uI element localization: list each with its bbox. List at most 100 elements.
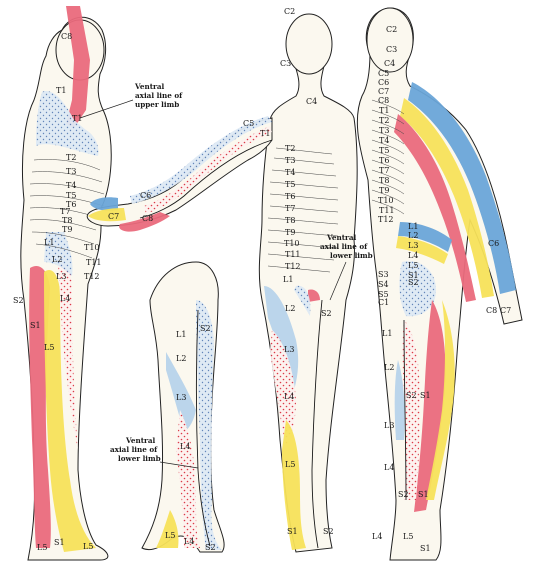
front-label-c4: C4	[306, 97, 317, 106]
back-label-l2: L2	[408, 231, 418, 240]
back-label-s1-foot: S1	[420, 544, 431, 553]
front-l1-band	[294, 285, 311, 316]
front-label-s2: S2	[321, 309, 332, 318]
back-label-c4: C4	[384, 59, 395, 68]
side-label-t1-b: T1	[72, 114, 82, 123]
back-label-t4: T4	[379, 136, 389, 145]
front-label-c6: C6	[140, 191, 151, 200]
back-label-l3: L3	[408, 241, 418, 250]
leg-label-l1: L1	[176, 330, 186, 339]
side-label-l5-toe: L5	[83, 542, 93, 551]
leg-label-l3: L3	[176, 393, 186, 402]
back-l4-band	[396, 236, 448, 264]
front-hand-c7	[88, 208, 126, 222]
leg-view-figure: L1 S2 L2 L3 L4 L4 L5 S2	[141, 261, 225, 553]
side-label-t6: T6	[66, 200, 76, 209]
lower-leg-caption-pointer	[159, 461, 199, 469]
lower-leg-caption-line1: Ventral	[125, 436, 155, 445]
back-label-c7: C7	[378, 87, 389, 96]
lower-limb-axial-line-front	[311, 299, 323, 549]
side-t1-band	[36, 91, 99, 156]
back-label-t12: T12	[378, 215, 394, 224]
back-label-l3-calf: L3	[384, 421, 394, 430]
side-label-l2: L2	[52, 255, 62, 264]
leg-l3-band	[166, 352, 196, 432]
upper-caption-pointer	[79, 99, 134, 119]
back-label-l5: L5	[408, 261, 418, 270]
back-label-c5: C5	[378, 69, 389, 78]
side-label-l4: L4	[60, 294, 70, 303]
side-label-t3: T3	[66, 167, 76, 176]
front-label-c8: C8	[142, 214, 153, 223]
back-label-t6: T6	[379, 156, 389, 165]
back-buttock	[399, 261, 436, 317]
lower-limb-caption-leg: Ventral axial line of lower limb	[110, 436, 199, 469]
front-l3-band	[270, 330, 296, 446]
back-c6-band	[408, 82, 516, 294]
back-label-c1: C1	[378, 298, 389, 307]
back-label-l1-thigh: L1	[382, 329, 392, 338]
back-label-t11: T11	[379, 206, 395, 215]
side-label-t2: T2	[66, 153, 76, 162]
back-l3-band	[394, 360, 405, 440]
back-c8-band	[394, 114, 476, 302]
back-label-c6: C6	[378, 78, 389, 87]
leg-label-l5: L5	[165, 531, 175, 540]
back-s2-band	[402, 320, 420, 500]
back-label-t10: T10	[378, 196, 394, 205]
side-label-t7: T7	[60, 207, 70, 216]
back-label-s1: S1	[408, 271, 419, 280]
side-label-l5: L5	[44, 343, 54, 352]
front-label-c7: C7	[108, 212, 119, 221]
back-axial-line	[403, 319, 407, 501]
lower-front-caption-line1: Ventral	[326, 233, 356, 242]
back-label-t2: T2	[379, 116, 389, 125]
back-trunk-lines	[371, 99, 405, 215]
leg-labels: L1 S2 L2 L3 L4 L4 L5 S2	[165, 324, 216, 552]
front-label-l3: L3	[284, 345, 294, 354]
front-label-t7: T7	[285, 204, 295, 213]
back-label-s5: S5	[378, 290, 389, 299]
leg-s2-band	[196, 300, 222, 550]
side-l4-band	[58, 261, 78, 450]
back-label-c8-hand: C8	[486, 306, 497, 315]
back-label-l1: L1	[408, 222, 418, 231]
back-label-c6-arm: C6	[488, 239, 499, 248]
front-trunk-lines	[267, 147, 339, 273]
back-label-t1: T1	[379, 106, 389, 115]
back-labels: C2 C3 C4 C5 C6 C7 C8 T1 T2 T3 T4 T5 T6 T…	[372, 25, 511, 553]
back-label-c2: C2	[386, 25, 397, 34]
back-l1-band	[398, 222, 452, 252]
leg-label-s2-foot: S2	[205, 543, 216, 552]
front-label-t12: T12	[285, 262, 301, 271]
lower-leg-caption-line2: axial line of	[110, 445, 158, 454]
lower-leg-caption-line3: lower limb	[118, 454, 161, 463]
lower-front-caption-line3: lower limb	[330, 251, 373, 260]
side-label-t1-a: T1	[56, 86, 66, 95]
front-label-t6: T6	[285, 192, 295, 201]
front-label-c3: C3	[280, 59, 291, 68]
front-labels: C2 C3 C4 C5 T1 T2 T3 T4 T5 T6 T7 T8 T9 T…	[108, 7, 334, 536]
leg-label-l4-foot: L4	[184, 537, 194, 546]
side-c8-band	[66, 6, 90, 128]
front-label-s2-foot: S2	[323, 527, 334, 536]
leg-l4-band	[176, 410, 200, 548]
back-view-figure: C2 C3 C4 C5 C6 C7 C8 T1 T2 T3 T4 T5 T6 T…	[356, 7, 523, 561]
leg-l5-band	[156, 510, 179, 548]
front-label-t3: T3	[285, 156, 295, 165]
back-label-t8: T8	[379, 176, 389, 185]
back-label-c3: C3	[386, 45, 397, 54]
front-label-l2: L2	[285, 304, 295, 313]
front-label-t2: T2	[285, 144, 295, 153]
front-label-c5: C5	[243, 119, 254, 128]
back-label-l2-thigh: L2	[384, 363, 394, 372]
front-label-s1: S1	[287, 527, 298, 536]
upper-limb-caption: Ventral axial line of upper limb	[79, 82, 183, 119]
leg-label-l2: L2	[176, 354, 186, 363]
side-label-t8: T8	[62, 216, 72, 225]
upper-caption-line2: axial line of	[135, 91, 183, 100]
front-hand-c6	[90, 197, 118, 211]
front-label-t8: T8	[285, 216, 295, 225]
